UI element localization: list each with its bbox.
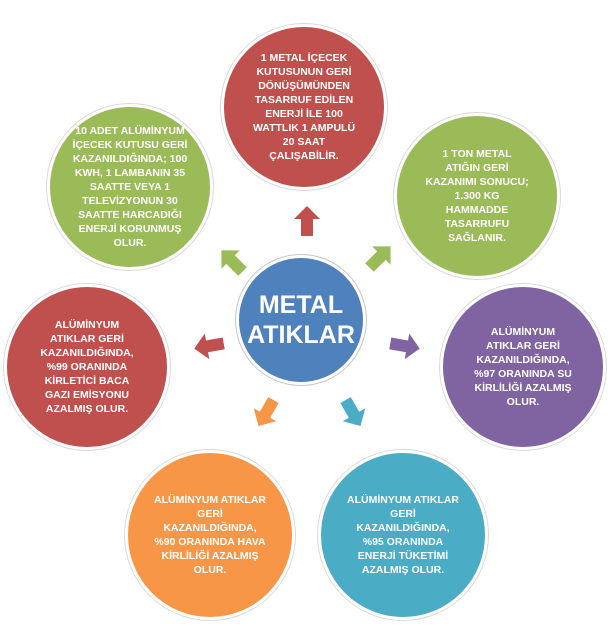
arrow-upright-icon — [365, 246, 391, 272]
arrow-upleft-icon — [221, 250, 247, 276]
center-circle: METAL ATIKLAR — [236, 255, 366, 385]
circle-top-right-text: 1 TON METAL ATIĞIN GERİ KAZANIMI SONUCU;… — [425, 148, 529, 244]
circle-top-left-text: 10 ADET ALÜMİNYUM İÇECEK KUTUSU GERİ KAZ… — [72, 125, 188, 249]
circle-left: ALÜMİNYUM ATIKLAR GERİ KAZANILDIĞINDA, %… — [4, 284, 170, 450]
circle-top: 1 METAL İÇECEK KUTUSUNUN GERİ DÖNÜŞÜMÜND… — [221, 24, 387, 190]
circle-bottom-right: ALÜMİNYUM ATIKLAR GERİ KAZANILDIĞINDA, %… — [318, 450, 488, 620]
center-title-line2: ATIKLAR — [247, 321, 355, 349]
arrow-downleft-icon — [253, 397, 279, 426]
circle-left-text: ALÜMİNYUM ATIKLAR GERİ KAZANILDIĞINDA, %… — [40, 319, 134, 415]
circle-top-left: 10 ADET ALÜMİNYUM İÇECEK KUTUSU GERİ KAZ… — [47, 104, 213, 270]
arrow-up-icon — [294, 206, 320, 236]
circle-top-text: 1 METAL İÇECEK KUTUSUNUN GERİ DÖNÜŞÜMÜND… — [252, 52, 356, 162]
circle-bottom-left-text: ALÜMİNYUM ATIKLAR GERİ KAZANILDIĞINDA, %… — [154, 494, 266, 576]
circle-bottom-left: ALÜMİNYUM ATIKLAR GERİ KAZANILDIĞINDA, %… — [125, 450, 295, 620]
circle-bottom-right-text: ALÜMİNYUM ATIKLAR GERİ KAZANILDIĞINDA, %… — [347, 494, 459, 576]
center-title-line1: METAL — [258, 291, 344, 319]
arrow-downright-icon — [340, 397, 366, 426]
arrow-right-icon — [389, 333, 420, 360]
circle-top-right: 1 TON METAL ATIĞIN GERİ KAZANIMI SONUCU;… — [394, 113, 560, 279]
circle-right-text: ALÜMİNYUM ATIKLAR GERİ KAZANILDIĞINDA, %… — [474, 326, 572, 408]
circle-right: ALÜMİNYUM ATIKLAR GERİ KAZANILDIĞINDA, %… — [440, 284, 606, 450]
arrow-left-icon — [194, 333, 225, 360]
